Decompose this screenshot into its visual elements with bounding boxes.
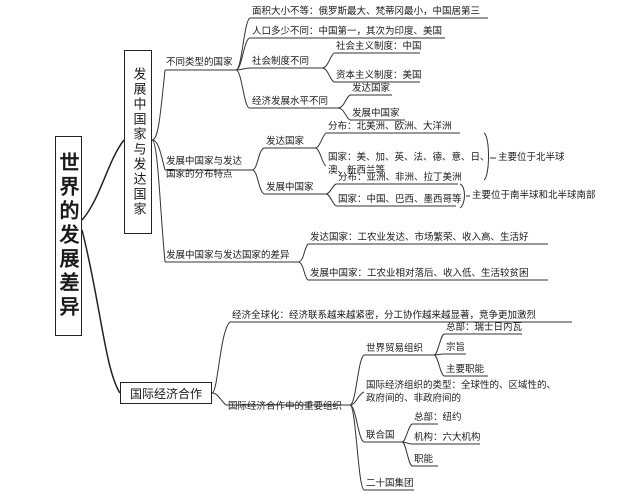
wto-headquarters: 总部：瑞士日内瓦 xyxy=(446,322,523,333)
node-country-types: 不同类型的国家 xyxy=(166,57,233,68)
org-types: 国际经济组织的类型：全球性的、区域性的、 xyxy=(366,380,557,391)
dist-developed-countries-2: 澳、新西兰等 xyxy=(328,165,386,176)
root-topic: 世界的发展差异 xyxy=(55,136,82,336)
un-headquarters: 总部：纽约 xyxy=(414,412,462,423)
diff-developed: 发达国家：工农业发达、市场繁荣、收入高、生活好 xyxy=(310,232,529,243)
org-wto: 世界贸易组织 xyxy=(366,343,424,354)
dist-developed-countries: 国家：美、加、英、法、德、意、日、 xyxy=(328,152,490,163)
dist-developing-note: 主要位于南半球和北半球南部 xyxy=(472,190,596,201)
node-important-orgs: 国际经济合作中的重要组织 xyxy=(228,401,343,412)
dist-developed-region: 分布：北美洲、欧洲、大洋洲 xyxy=(328,121,452,132)
wto-aim: 宗旨 xyxy=(446,342,466,353)
dist-developing-region: 分布：亚洲、非洲、拉丁美洲 xyxy=(338,172,462,183)
node-globalization: 经济全球化：经济联系越来越紧密，分工协作越来越显著，竞争更加激烈 xyxy=(232,310,537,321)
dist-developing-countries: 国家：中国、巴西、墨西哥等 xyxy=(338,194,462,205)
branch-economic-cooperation: 国际经济合作 xyxy=(120,382,212,404)
node-development-level: 经济发展水平不同 xyxy=(252,96,329,107)
branch-developing-developed: 发展中国家与发达国家 xyxy=(124,50,152,234)
org-types-line2: 政府间的、非政府间的 xyxy=(366,393,462,404)
org-un: 联合国 xyxy=(366,430,395,441)
node-distribution: 发展中国家与发达 xyxy=(166,156,243,167)
leaf-area: 面积大小不等：俄罗斯最大、梵蒂冈最小，中国居第三 xyxy=(252,6,481,17)
leaf-developing: 发展中国家 xyxy=(352,108,400,119)
un-bodies: 机构：六大机构 xyxy=(414,432,481,443)
dist-developed: 发达国家 xyxy=(266,136,305,147)
leaf-socialist: 社会主义制度：中国 xyxy=(336,41,422,52)
leaf-capitalist: 资本主义制度：美国 xyxy=(336,70,422,81)
diff-developing: 发展中国家：工农业相对落后、收入低、生活较贫困 xyxy=(310,268,529,279)
dist-developing: 发展中国家 xyxy=(266,182,314,193)
node-social-system: 社会制度不同 xyxy=(252,56,310,67)
dist-developed-note: 主要位于北半球 xyxy=(498,152,565,163)
org-g20: 二十国集团 xyxy=(366,478,414,489)
node-differences: 发展中国家与发达国家的差异 xyxy=(166,250,290,261)
un-function: 职能 xyxy=(414,454,434,465)
leaf-developed: 发达国家 xyxy=(352,83,391,94)
node-distribution-line2: 国家的分布特点 xyxy=(166,169,233,180)
wto-function: 主要职能 xyxy=(446,364,485,375)
leaf-population: 人口多少不同：中国第一，其次为印度、美国 xyxy=(252,26,443,37)
